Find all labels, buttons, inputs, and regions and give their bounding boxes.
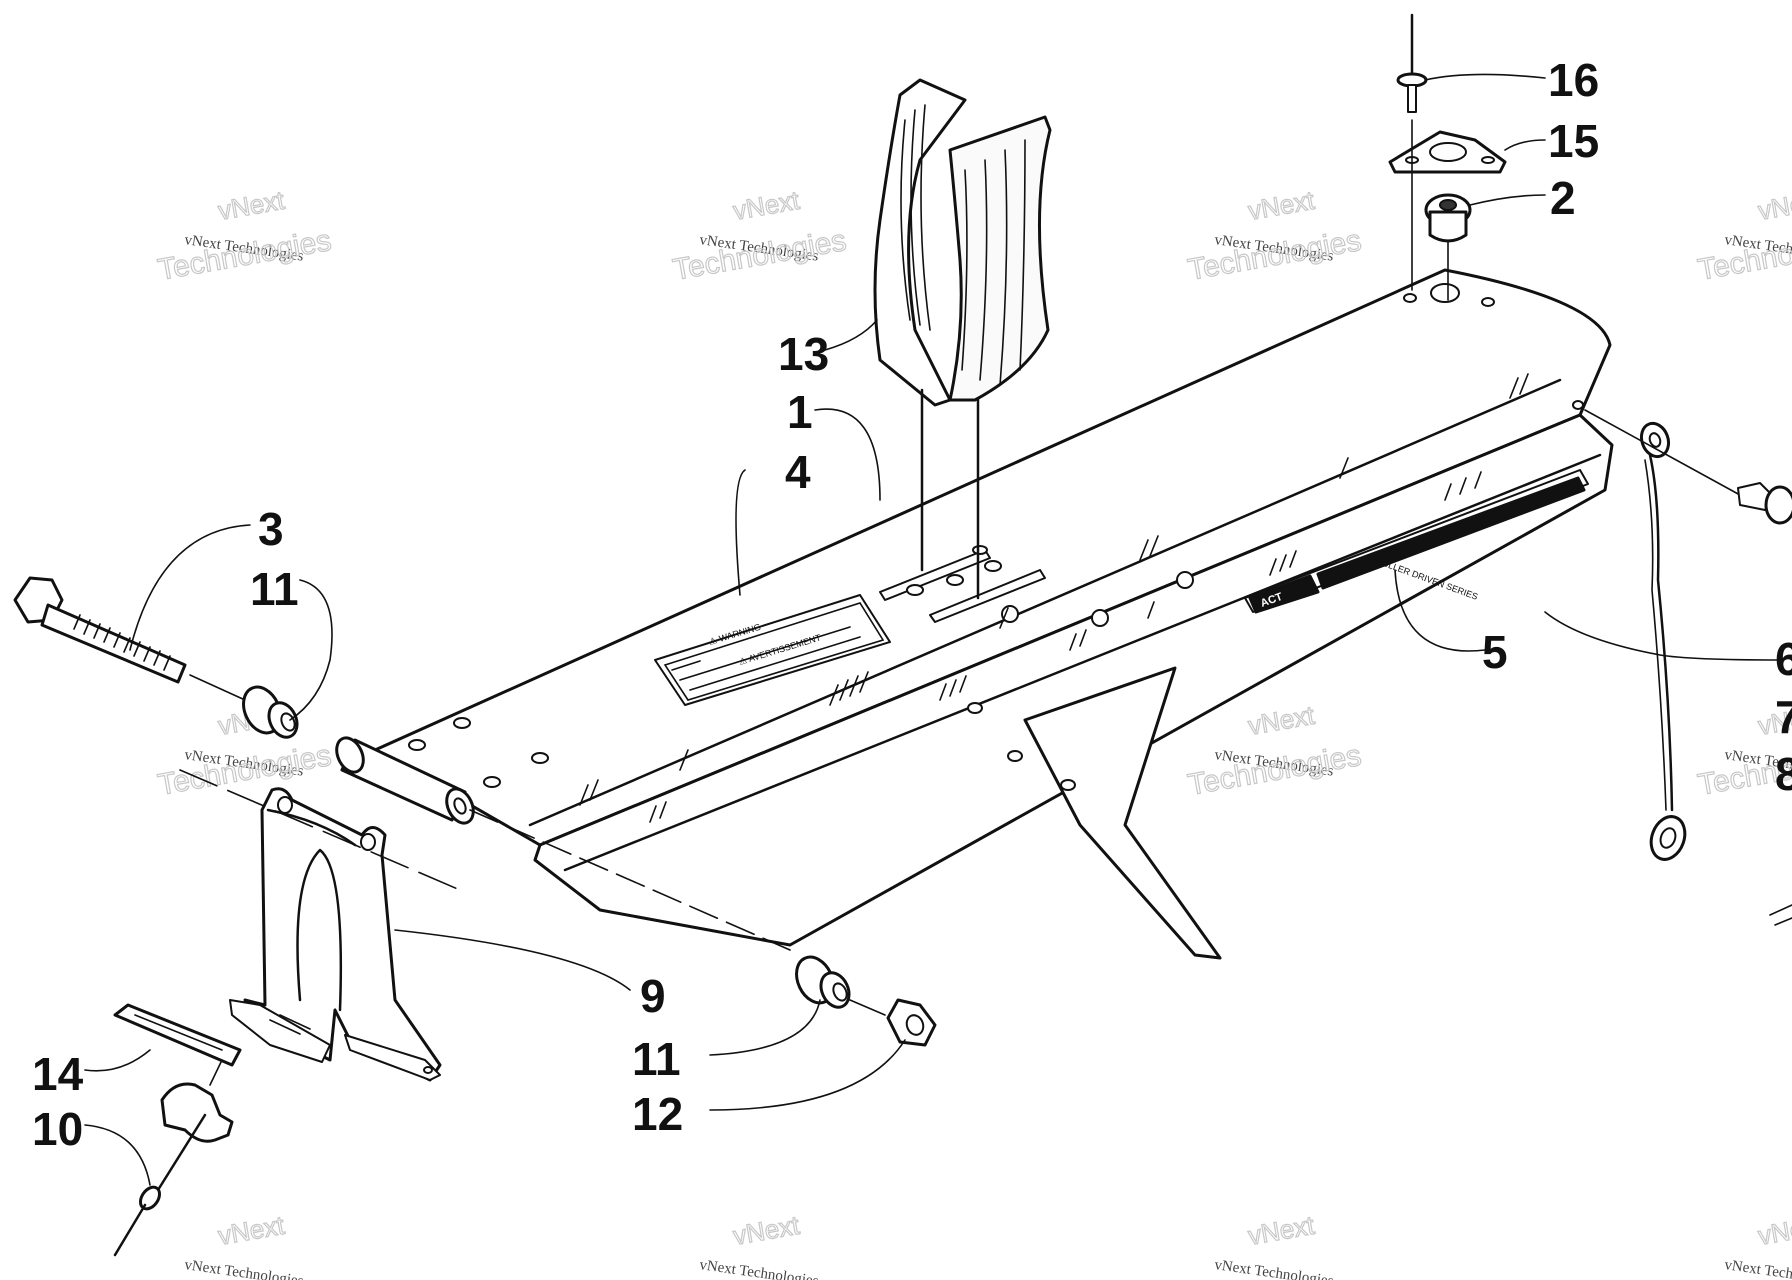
retainer-plate <box>1388 130 1507 174</box>
callout-5: 5 <box>1482 626 1508 678</box>
foot-pedal <box>873 78 1052 600</box>
watermark-top: vNext <box>1756 185 1792 226</box>
callout-13: 13 <box>778 328 829 380</box>
callout-4: 4 <box>785 446 811 498</box>
watermark-top: vNext <box>1756 1210 1792 1251</box>
warning-decal: ⚠ WARNING ⚠ AVERTISSEMENT <box>654 594 891 706</box>
callout-9: 9 <box>640 970 666 1022</box>
callout-3: 3 <box>258 503 284 555</box>
callout-10: 10 <box>32 1103 83 1155</box>
watermark: vNext vNext Technologies <box>183 1209 304 1280</box>
bracket <box>179 769 461 1082</box>
watermark: vNext vNext Technologies <box>1723 1209 1792 1280</box>
watermark-top: vNext <box>1246 1210 1317 1251</box>
bushing-upper <box>242 685 299 739</box>
leader-lines <box>84 73 1781 1186</box>
bushing-lower <box>795 955 886 1016</box>
slide-plate <box>113 1003 242 1067</box>
watermark: vNext vNext Technologies Technologies <box>1695 184 1792 287</box>
spacer-tube <box>335 736 791 951</box>
watermark-mid: vNext Technologies <box>1723 1257 1792 1280</box>
callout-numbers: 16 15 2 13 1 4 5 6 7 8 3 11 9 14 10 11 1… <box>32 54 1792 1155</box>
rivet-top <box>1396 13 1428 113</box>
nut <box>886 998 937 1047</box>
watermark-top: vNext <box>216 1210 287 1251</box>
callout-12: 12 <box>632 1088 683 1140</box>
watermark-top: vNext <box>731 185 802 226</box>
watermark: vNext vNext Technologies <box>698 1209 819 1280</box>
watermark-bottom: Technologies <box>1185 739 1363 802</box>
watermark-top: vNext <box>216 185 287 226</box>
watermark-top: vNext <box>1246 700 1317 741</box>
callout-1: 1 <box>787 386 813 438</box>
callout-8: 8 <box>1775 748 1792 800</box>
callout-11-upper: 11 <box>250 563 299 615</box>
callout-2: 2 <box>1550 172 1576 224</box>
tether-cord <box>1584 409 1792 926</box>
watermark: vNext vNext Technologies <box>1213 1209 1334 1280</box>
watermark-mid: vNext Technologies <box>1213 1257 1334 1280</box>
callout-11-lower: 11 <box>632 1033 681 1085</box>
watermark: vNext vNext Technologies Technologies <box>1185 184 1364 287</box>
callout-6: 6 <box>1775 633 1792 685</box>
watermark: vNext vNext Technologies Technologies <box>155 184 334 287</box>
callout-7: 7 <box>1775 691 1792 743</box>
callout-14: 14 <box>32 1048 84 1100</box>
watermark-mid: vNext Technologies <box>698 1257 819 1280</box>
watermark: vNext vNext Technologies Technologies <box>1185 699 1364 802</box>
watermark-top: vNext <box>1246 185 1317 226</box>
watermark-bottom: Technologies <box>670 224 848 287</box>
watermark: vNext vNext Technologies Technologies <box>670 184 849 287</box>
callout-15: 15 <box>1548 115 1599 167</box>
watermark-bottom: Technologies <box>1185 224 1363 287</box>
callout-16: 16 <box>1548 54 1599 106</box>
watermark-top: vNext <box>731 1210 802 1251</box>
knob-rivet <box>113 1059 234 1257</box>
grommet <box>1411 119 1472 301</box>
watermark-bottom: Technologies <box>155 224 333 287</box>
watermark-mid: vNext Technologies <box>183 1257 304 1280</box>
bolt <box>13 576 246 701</box>
watermark-bottom: Technologies <box>1695 224 1792 287</box>
